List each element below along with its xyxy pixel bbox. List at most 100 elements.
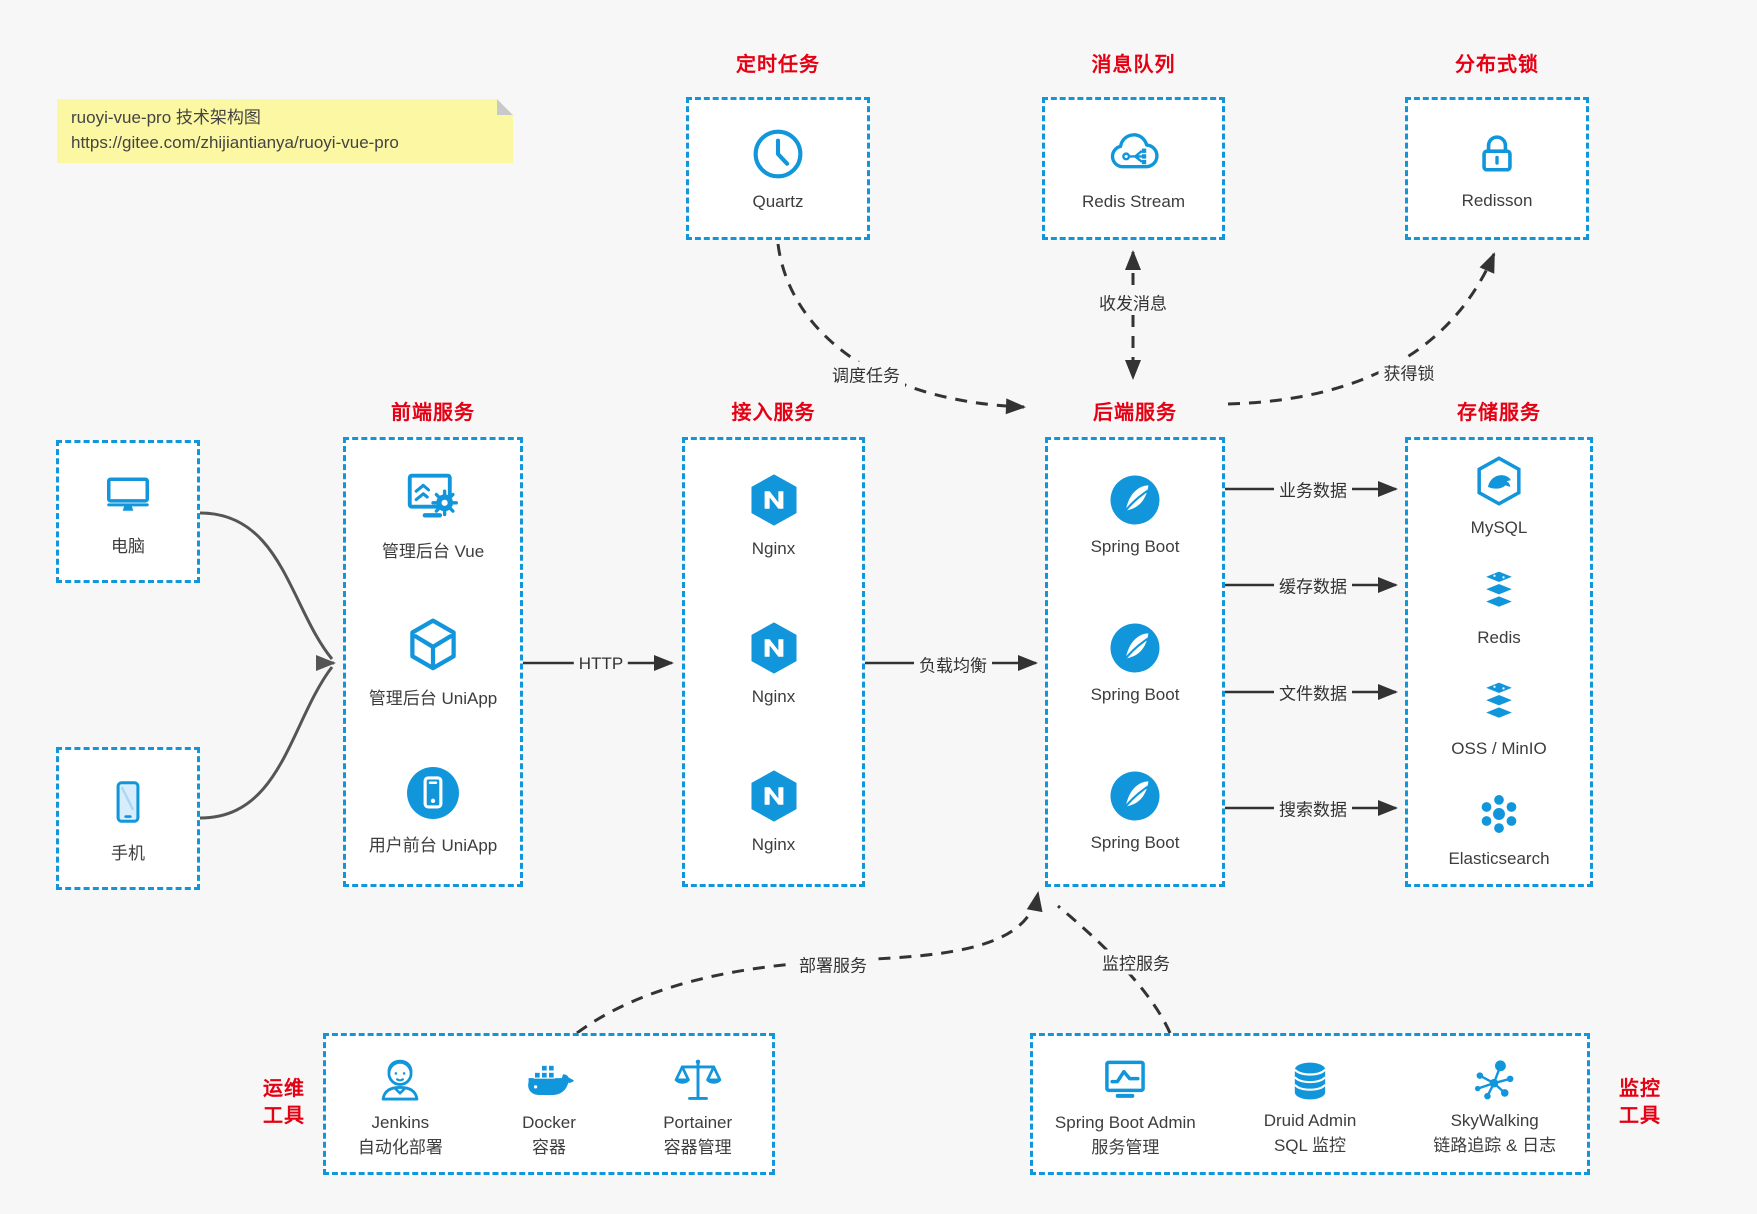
node-docker: Docker 容器 (475, 1036, 624, 1172)
side-label-monitoring: 监控 工具 (1619, 1078, 1661, 1127)
box-backend: Spring Boot Spring Boot Spring Boot (1045, 437, 1225, 887)
tool-desc: 容器管理 (663, 1138, 732, 1157)
node-mobile: 手机 (59, 750, 197, 887)
desktop-icon (107, 477, 149, 511)
box-pc-client: 电脑 (56, 440, 200, 583)
druid-database-icon (1294, 1062, 1326, 1100)
box-frontend: 管理后台 Vue 管理后台 UniApp 用户前台 UniApp (343, 437, 523, 887)
nginx-icon (751, 769, 796, 822)
edge-label-lock: 获得锁 (1378, 359, 1440, 385)
node-label: 管理后台 UniApp (368, 689, 498, 708)
box-monitoring-tools: Spring Boot Admin 服务管理 Druid Admin SQL 监… (1030, 1033, 1590, 1175)
node-label: Nginx (751, 538, 796, 558)
box-ops-tools: Jenkins 自动化部署 Docker 容器 (323, 1033, 775, 1175)
tool-desc: SQL 监控 (1273, 1136, 1347, 1155)
box-storage: MySQL Redis (1405, 437, 1593, 887)
node-label: Spring Boot (1090, 684, 1180, 704)
spring-boot-admin-icon (1105, 1060, 1146, 1098)
redis-stack-icon (1481, 569, 1517, 609)
node-label: Redis Stream (1082, 192, 1185, 211)
tool-desc: 自动化部署 (357, 1138, 443, 1157)
tool-name: Docker (522, 1113, 576, 1132)
box-scheduled-tasks: Quartz (686, 97, 870, 240)
node-label: Elasticsearch (1448, 849, 1550, 868)
box-mobile-client: 手机 (56, 747, 200, 890)
jenkins-icon (382, 1059, 419, 1101)
mq-cloud-icon (1110, 133, 1159, 169)
edge-label-http: HTTP (573, 654, 629, 674)
edge-schedule-line (776, 243, 1026, 415)
node-label: Spring Boot (1090, 832, 1180, 852)
group-title-scheduled-tasks: 定时任务 (736, 54, 820, 76)
node-springboot-2: Spring Boot (1048, 588, 1222, 736)
nginx-icon (751, 473, 796, 526)
node-skywalking: SkyWalking 链路追踪 & 日志 (1402, 1036, 1587, 1172)
group-title-message-queue: 消息队列 (1091, 54, 1176, 76)
node-nginx-3: Nginx (685, 736, 862, 884)
node-nginx-2: Nginx (685, 588, 862, 736)
node-label: MySQL (1470, 518, 1528, 537)
node-mysql: MySQL (1408, 440, 1590, 551)
sticky-note: ruoyi-vue-pro 技术架构图 https://gitee.com/zh… (57, 99, 513, 163)
tool-name: SkyWalking (1450, 1111, 1539, 1130)
tool-name: Druid Admin (1263, 1111, 1357, 1130)
clock-icon (753, 129, 803, 179)
tool-name: Portainer (663, 1113, 733, 1132)
edge-label-cache-data: 缓存数据 (1274, 572, 1352, 598)
node-quartz: Quartz (689, 100, 867, 237)
tool-desc: 链路追踪 & 日志 (1433, 1136, 1557, 1155)
tool-desc: 容器 (532, 1138, 566, 1157)
portainer-scales-icon (674, 1059, 721, 1100)
group-title-storage: 存储服务 (1457, 402, 1541, 424)
tool-name: Jenkins (371, 1113, 430, 1132)
box-distributed-lock: Redisson (1405, 97, 1589, 240)
edge-lock-line (1227, 252, 1496, 406)
elasticsearch-icon (1481, 795, 1517, 833)
node-label: 管理后台 Vue (381, 542, 485, 561)
uniapp-cube-icon (410, 618, 456, 671)
node-user-uniapp: 用户前台 UniApp (346, 736, 520, 884)
edge-deploy-line (576, 891, 1043, 1035)
node-redis-stream: Redis Stream (1045, 100, 1222, 237)
user-app-icon (407, 767, 459, 819)
edge-label-search-data: 搜索数据 (1274, 795, 1352, 821)
box-message-queue: Redis Stream (1042, 97, 1225, 240)
edge-label-schedule: 调度任务 (827, 361, 905, 387)
spring-boot-icon (1110, 475, 1160, 524)
node-pc: 电脑 (59, 443, 197, 580)
node-redis: Redis (1408, 551, 1590, 662)
edge-mobile-to-frontend (199, 666, 334, 820)
spring-boot-icon (1110, 771, 1160, 820)
node-admin-vue: 管理后台 Vue (346, 440, 520, 588)
node-portainer: Portainer 容器管理 (623, 1036, 772, 1172)
node-label: Redisson (1461, 191, 1533, 210)
node-label: Spring Boot (1090, 536, 1180, 556)
lock-icon (1482, 135, 1512, 172)
group-title-backend: 后端服务 (1093, 402, 1177, 424)
mysql-icon (1477, 456, 1521, 506)
admin-vue-icon (407, 473, 458, 518)
node-springboot-3: Spring Boot (1048, 736, 1222, 884)
group-title-frontend: 前端服务 (391, 402, 475, 424)
edge-label-deploy: 部署服务 (794, 951, 872, 977)
node-label: 电脑 (111, 536, 145, 556)
node-label: OSS / MinIO (1451, 739, 1547, 758)
group-title-gateway: 接入服务 (731, 402, 816, 424)
tool-name: Spring Boot Admin (1054, 1113, 1196, 1132)
node-label: Redis (1477, 628, 1521, 647)
node-redisson: Redisson (1408, 100, 1586, 237)
node-admin-uniapp: 管理后台 UniApp (346, 588, 520, 736)
spring-boot-icon (1110, 623, 1160, 672)
edge-monitor-line (1057, 904, 1172, 1034)
skywalking-icon (1474, 1060, 1514, 1100)
note-url: https://gitee.com/zhijiantianya/ruoyi-vu… (71, 133, 399, 152)
node-springboot-1: Spring Boot (1048, 440, 1222, 588)
nginx-icon (751, 621, 796, 674)
edge-label-business-data: 业务数据 (1274, 476, 1352, 502)
edge-label-file-data: 文件数据 (1274, 679, 1352, 705)
oss-stack-icon (1481, 680, 1517, 720)
note-title: ruoyi-vue-pro 技术架构图 (71, 108, 261, 127)
mobile-icon (116, 780, 140, 823)
node-jenkins: Jenkins 自动化部署 (326, 1036, 475, 1172)
